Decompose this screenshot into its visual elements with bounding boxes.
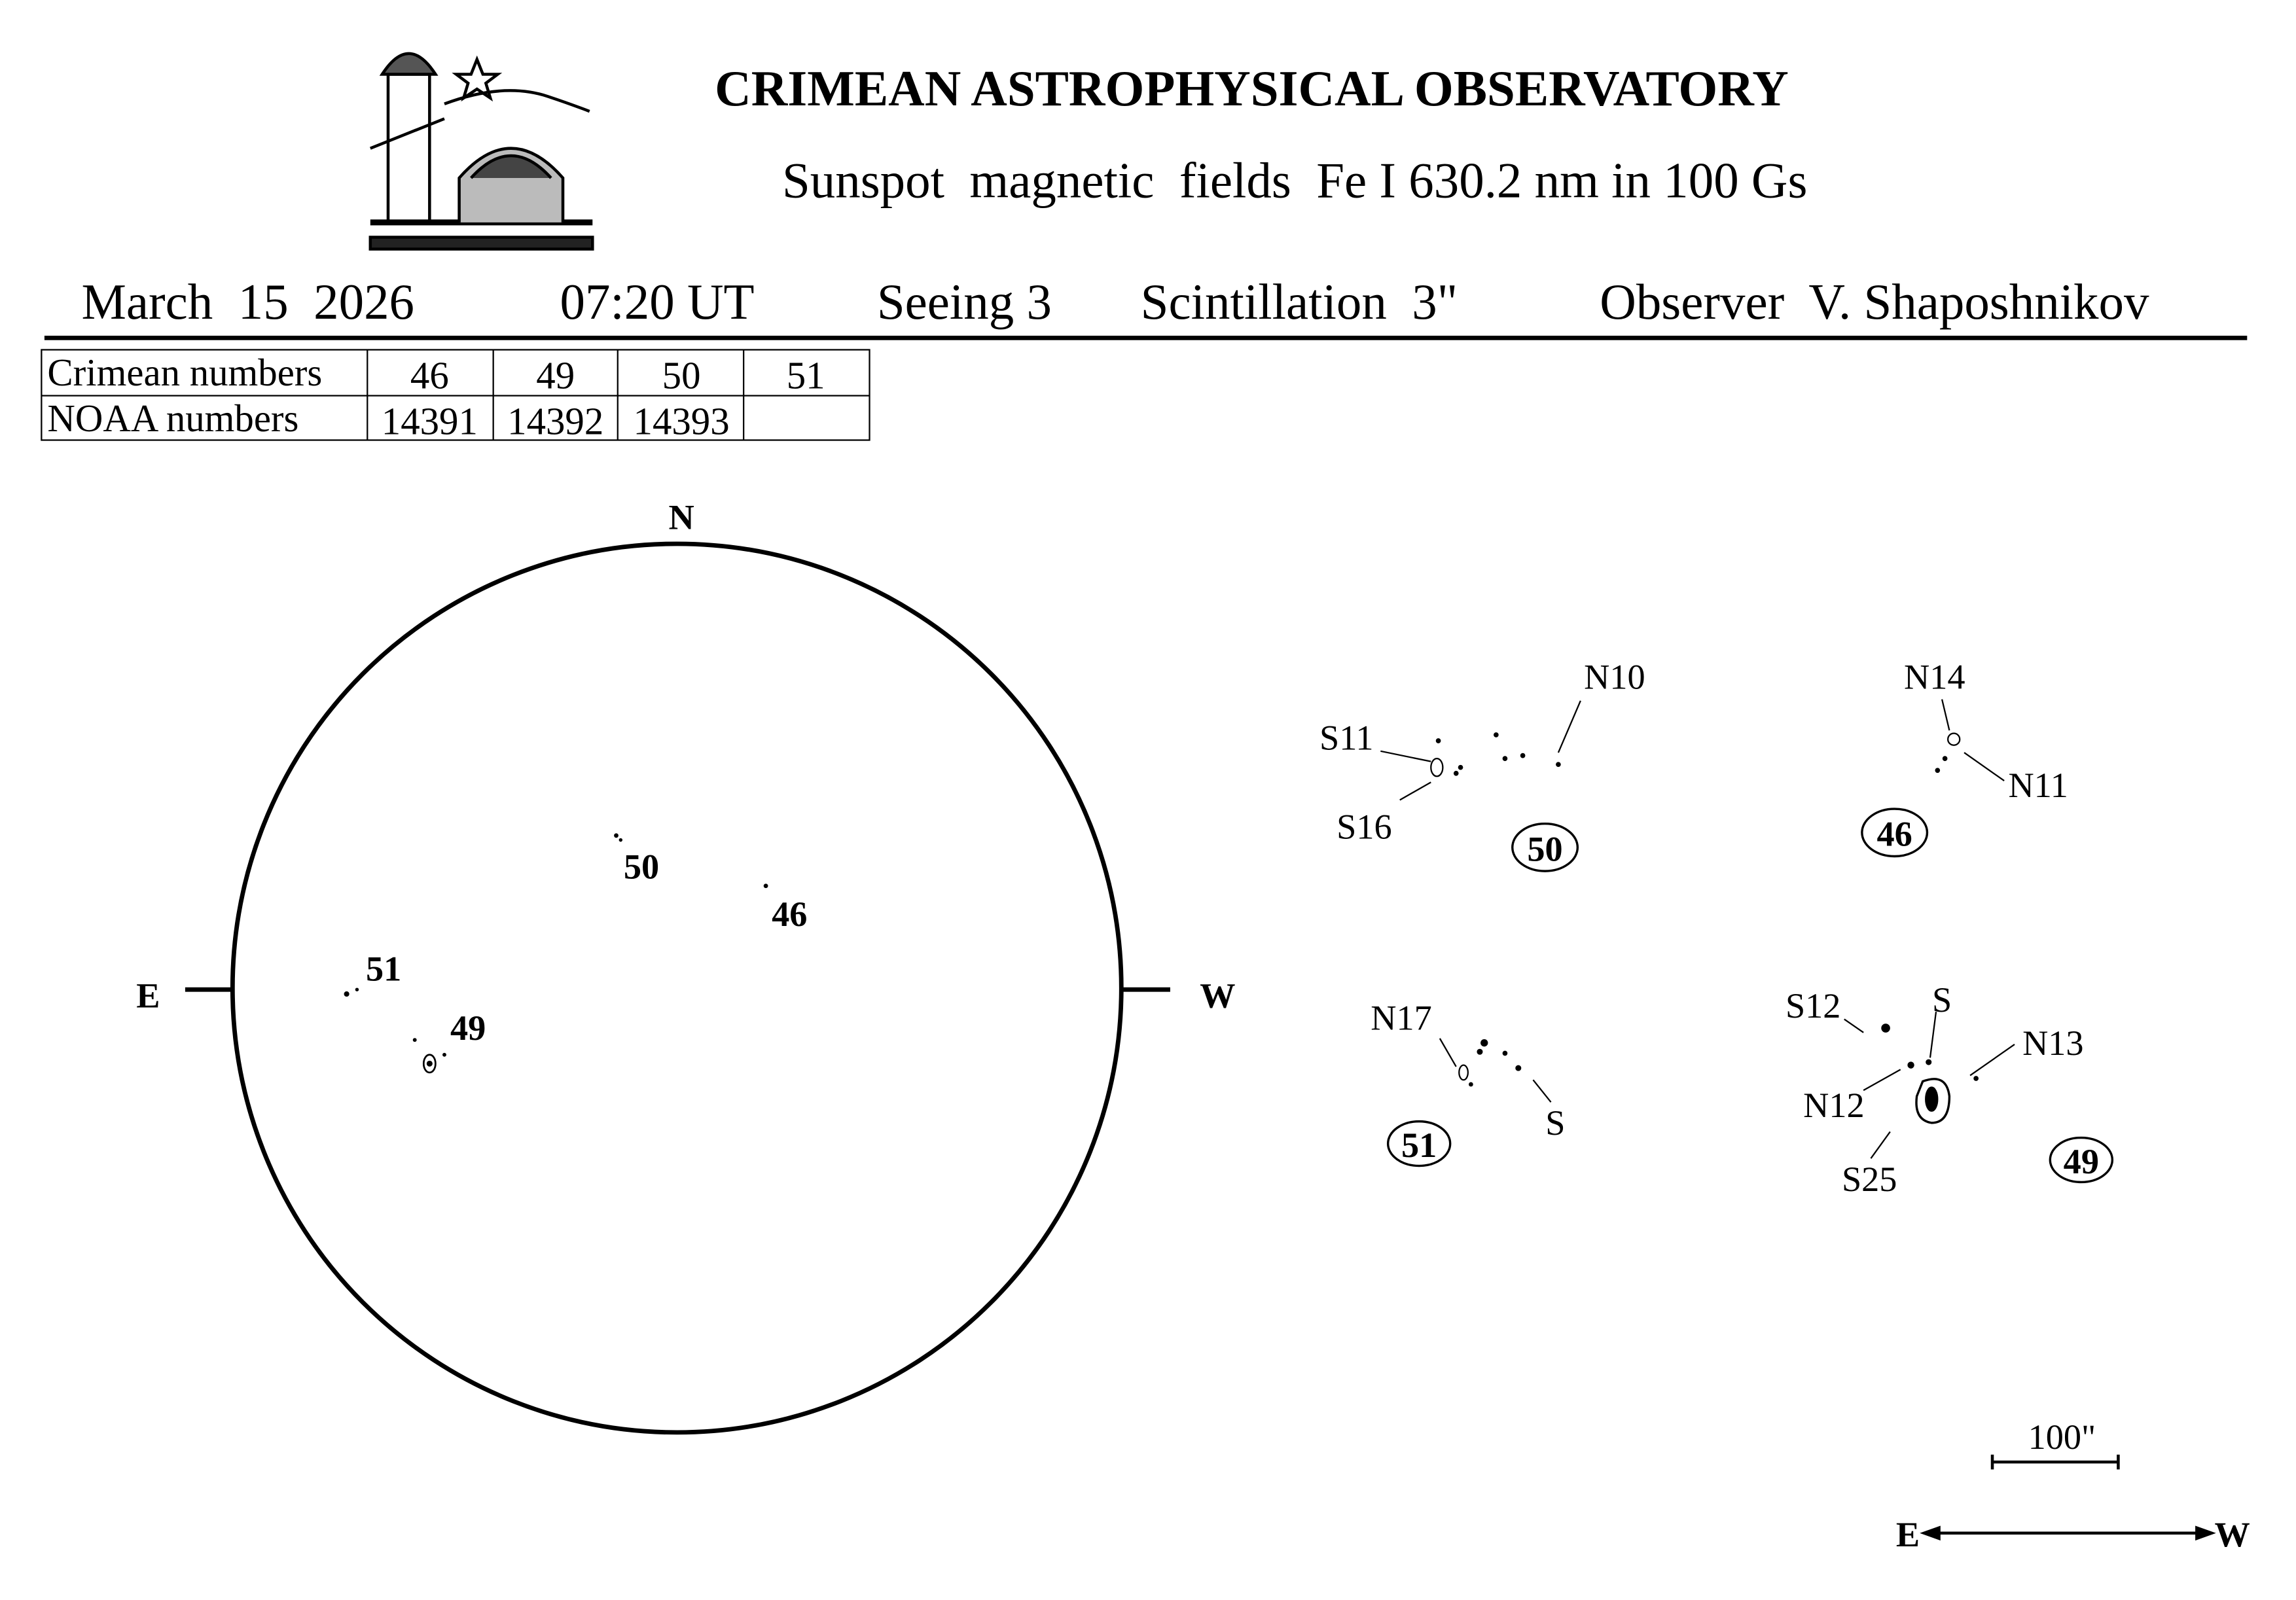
seeing: Seeing 3 <box>877 274 1052 330</box>
region-49-label: S25 <box>1842 1160 1897 1199</box>
table-cell: 14392 <box>507 400 603 442</box>
region-51-label: N17 <box>1371 998 1432 1037</box>
subtitle: Sunspot magnetic fields Fe I 630.2 nm in… <box>782 152 1807 208</box>
region-46-label: N14 <box>1904 658 1965 697</box>
region-49-detail <box>1844 1011 2114 1184</box>
region-46-id: 46 <box>1877 815 1912 854</box>
region-49-label: S <box>1932 980 1952 1020</box>
table-cell: 14391 <box>382 400 478 442</box>
table-row-label: Crimean numbers <box>47 351 322 394</box>
north-label: N <box>668 497 694 537</box>
observer: Observer V. Shaposhnikov <box>1600 274 2149 330</box>
region-46-label: N11 <box>2008 766 2068 805</box>
region-49-id: 49 <box>2064 1142 2099 1181</box>
region-51-detail <box>1386 1038 1552 1167</box>
west-label: W <box>1200 976 1235 1015</box>
region-49-label: S12 <box>1785 986 1841 1025</box>
observation-time: 07:20 UT <box>560 274 754 330</box>
table-cell: 14393 <box>634 400 730 442</box>
region-46-detail <box>1861 699 2005 858</box>
region-50-label: S11 <box>1319 719 1373 758</box>
region-50-label: S16 <box>1336 807 1392 846</box>
table-cell: 49 <box>536 354 575 397</box>
table-cell: 50 <box>662 354 701 397</box>
east-west-arrow <box>1920 1525 2216 1541</box>
table-cell: 51 <box>787 354 825 397</box>
observatory-logo <box>368 52 594 251</box>
disk-region-49: 49 <box>450 1008 486 1048</box>
disk-region-46: 46 <box>772 895 807 934</box>
disk-spots <box>344 833 768 1074</box>
scale-label: 100" <box>2028 1417 2096 1457</box>
arrow-west-label: W <box>2215 1515 2250 1554</box>
table-cell: 46 <box>410 354 449 397</box>
observatory-title: CRIMEAN ASTROPHYSICAL OBSERVATORY <box>715 60 1789 116</box>
disk-region-51: 51 <box>366 950 401 989</box>
scintillation: Scintillation 3" <box>1141 274 1458 330</box>
arrow-east-label: E <box>1896 1515 1920 1554</box>
region-number-table <box>41 349 870 441</box>
disk-region-50: 50 <box>624 847 659 886</box>
region-51-label: S <box>1545 1103 1565 1143</box>
table-row-label: NOAA numbers <box>47 397 298 440</box>
observation-date: March 15 2026 <box>81 274 414 330</box>
region-49-label: N13 <box>2022 1023 2084 1063</box>
region-50-detail <box>1380 700 1581 872</box>
region-50-id: 50 <box>1527 829 1562 868</box>
region-49-label: N12 <box>1803 1086 1865 1125</box>
region-51-id: 51 <box>1401 1126 1437 1165</box>
east-label: E <box>136 976 160 1015</box>
scale-bar <box>1990 1454 2120 1470</box>
region-50-label: N10 <box>1584 658 1645 697</box>
